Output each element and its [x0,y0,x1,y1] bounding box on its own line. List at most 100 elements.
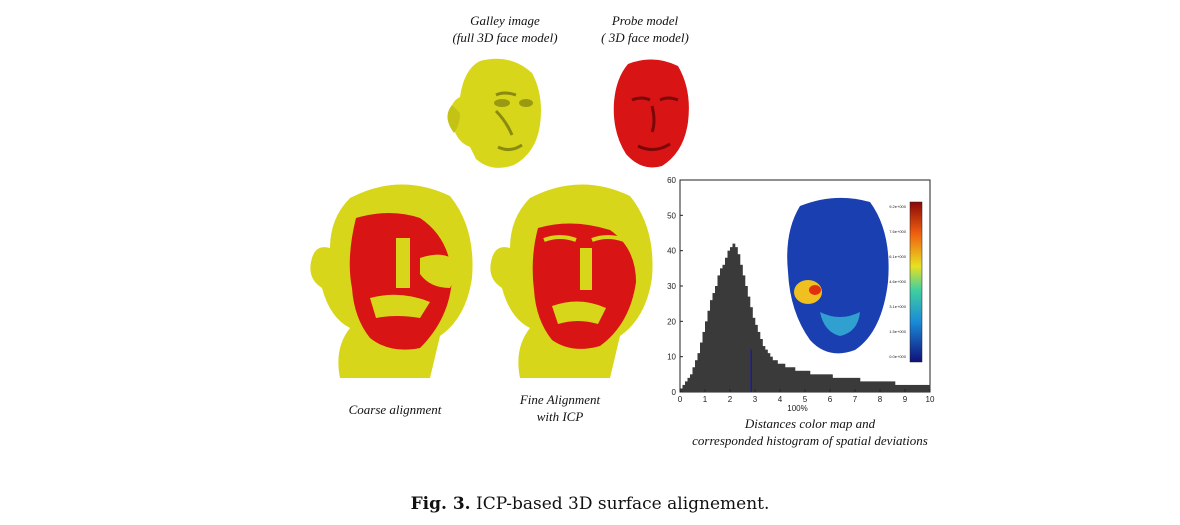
colorbar-label: 7.6e+000 [889,229,907,234]
histogram-bar [735,247,738,392]
histogram-bar [775,360,778,392]
histogram-bar [890,381,893,392]
histogram-bar [900,384,903,392]
x-tick-label: 2 [728,395,733,404]
histogram-bar [877,381,881,392]
histogram-caption: Distances color map and corresponded his… [660,415,960,449]
histogram-bar [862,381,866,392]
histogram-bar [852,377,856,392]
histogram-bar [720,268,723,392]
histogram-bar [897,384,901,392]
histogram-bar [875,381,878,392]
fine-alignment-line1: Fine Alignment [519,392,601,407]
histogram-bar [767,353,771,392]
histogram-bar [732,243,736,392]
histogram-bar [680,388,683,392]
histogram-bar [712,293,716,392]
colorbar-label: 1.5e+000 [889,329,907,334]
x-tick-label: 6 [828,395,833,404]
y-tick-label: 20 [667,317,676,326]
histogram-bar [740,264,743,392]
histogram-bar [785,367,788,392]
histogram-bar [792,367,796,392]
histogram-bar [902,384,906,392]
histogram-bar [865,381,868,392]
histogram-bar [687,377,691,392]
x-tick-label: 7 [853,395,858,404]
colorbar-label: 4.6e+000 [889,279,907,284]
coarse-alignment-label: Coarse alignment [348,402,442,417]
probe-label: Probe model ( 3D face model) [575,12,715,46]
histogram-bar [925,384,928,392]
fine-alignment-face-image [490,184,653,378]
histogram-bar [697,353,701,392]
histogram-bar [747,296,751,392]
histogram-bar [815,374,818,392]
histogram-bar [737,254,741,392]
histogram-bar [762,346,766,392]
histogram-bar [835,377,838,392]
x-tick-label: 10 [926,395,935,404]
histogram-bar [682,384,686,392]
histogram-bar [842,377,846,392]
histogram-bar [830,374,833,392]
histogram-bar [847,377,851,392]
histogram-bar [727,250,731,392]
figure-caption-text: ICP-based 3D surface alignement. [470,494,770,514]
histogram-bar [787,367,791,392]
histogram-bar [797,370,801,392]
histogram-bar [845,377,848,392]
x-tick-label: 3 [753,395,758,404]
histogram-bar [892,381,896,392]
histogram-bar [717,275,721,392]
histogram-bar [722,264,726,392]
histogram-bar [707,310,711,392]
y-tick-label: 0 [672,388,677,397]
colorbar-label: 6.1e+000 [889,254,907,259]
x-tick-label: 9 [903,395,908,404]
color-map-face-image [787,197,889,354]
histogram-bar [870,381,873,392]
histogram-bar [880,381,883,392]
histogram-bar [710,300,713,392]
histogram-bar [855,377,858,392]
gallery-label-line2: (full 3D face model) [452,30,558,45]
x-tick-label: 0 [678,395,683,404]
histogram-bar [917,384,921,392]
fine-alignment-line2: with ICP [536,409,584,424]
histogram-bar [715,286,718,392]
gallery-face-image [447,58,541,168]
histogram-bar [922,384,926,392]
probe-label-line1: Probe model [611,13,679,28]
x-axis-unit-label: 100% [787,404,807,413]
histogram-bar [757,331,761,392]
histogram-bar [800,370,803,392]
x-tick-label: 5 [803,395,808,404]
histogram-bar [702,331,706,392]
histogram-bar [700,342,703,392]
histogram-bar [692,367,696,392]
histogram-bar [765,349,768,392]
histogram-bar [927,384,931,392]
histogram-caption-line2: corresponded histogram of spatial deviat… [692,433,928,448]
histogram-bar [907,384,911,392]
histogram-bar [872,381,876,392]
histogram-bar [782,363,786,392]
histogram-bar [895,384,898,392]
x-tick-label: 1 [703,395,708,404]
histogram-bar [822,374,826,392]
coarse-alignment-face-image [310,184,473,378]
figure-caption: Fig. 3. ICP-based 3D surface alignement. [0,494,1180,514]
histogram-bar [802,370,806,392]
histogram-bar [837,377,841,392]
histogram-bar [832,377,836,392]
histogram-bar [760,339,763,392]
histogram-bar [805,370,808,392]
y-tick-label: 10 [667,353,676,362]
histogram-bar [827,374,831,392]
histogram-bar [705,321,708,392]
histogram-bar [690,374,693,392]
colorbar [909,201,923,363]
